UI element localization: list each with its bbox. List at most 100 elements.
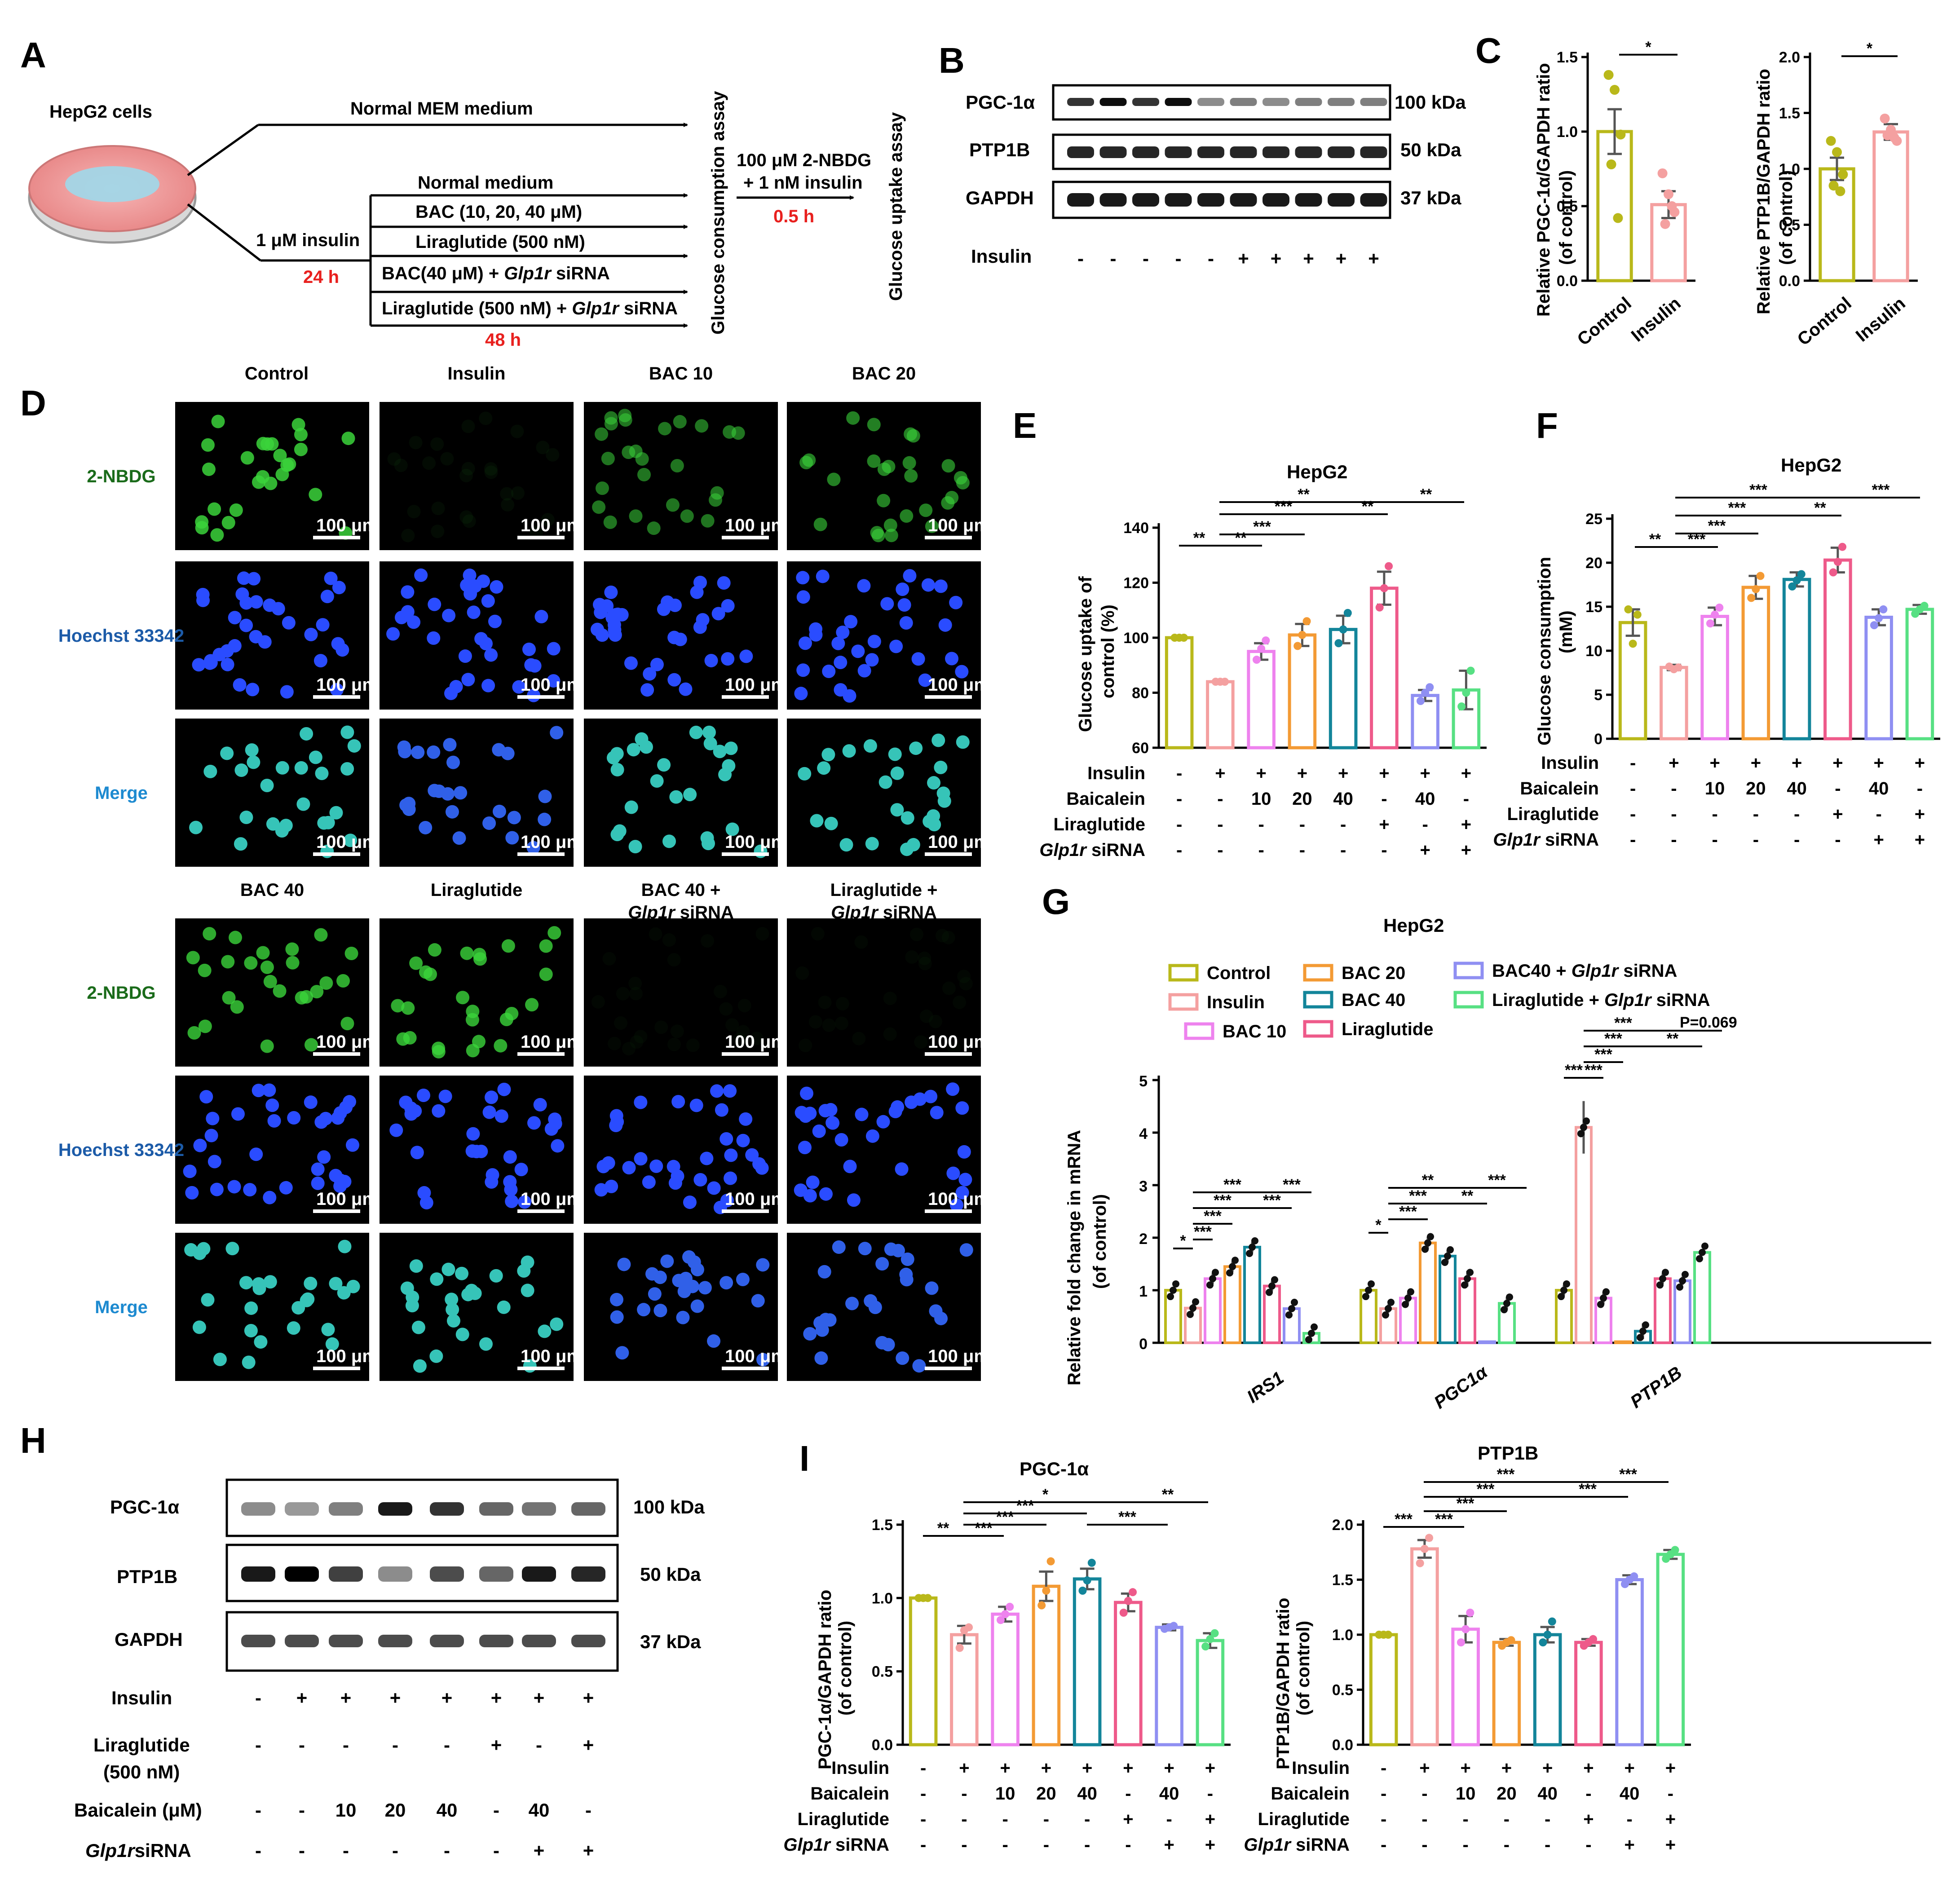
p-value-label: P=0.069 bbox=[1680, 1014, 1737, 1031]
cell bbox=[715, 1103, 728, 1117]
scale-label: 100 μm bbox=[316, 1032, 378, 1052]
data-point bbox=[1788, 582, 1797, 591]
treatment-label: Baicalein (μM) bbox=[74, 1800, 202, 1821]
treatment-sign: - bbox=[1753, 830, 1759, 850]
treatment-sign: - bbox=[343, 1734, 349, 1755]
cell bbox=[461, 673, 475, 687]
panel-label-h: H bbox=[20, 1420, 46, 1460]
cell bbox=[422, 456, 436, 470]
treatment-label: Liraglutide bbox=[1507, 804, 1599, 824]
cell bbox=[720, 1132, 733, 1146]
microscopy-image: 100 μm bbox=[175, 402, 378, 550]
y-axis-sub: (of control) bbox=[1776, 170, 1796, 265]
cell bbox=[195, 521, 209, 535]
treatment-sign: + bbox=[1915, 830, 1925, 850]
cell bbox=[906, 429, 920, 443]
cell bbox=[469, 1145, 483, 1159]
data-point bbox=[1362, 1293, 1369, 1301]
cell bbox=[454, 786, 468, 800]
cell bbox=[230, 1000, 244, 1014]
bar bbox=[1533, 1633, 1562, 1747]
blot-band bbox=[378, 1502, 412, 1516]
significance-label: ** bbox=[1649, 531, 1661, 548]
blot-bands bbox=[241, 1502, 605, 1647]
cell bbox=[202, 462, 216, 476]
cell bbox=[812, 1124, 826, 1138]
y-tick-label: 0.5 bbox=[872, 1663, 893, 1681]
cell bbox=[897, 598, 911, 612]
cell bbox=[855, 935, 868, 949]
cell bbox=[822, 664, 836, 678]
insulin-sign: + bbox=[1271, 248, 1282, 269]
cell bbox=[482, 1105, 496, 1119]
cell bbox=[601, 452, 615, 466]
treatment-sign: - bbox=[1381, 1835, 1386, 1855]
cell bbox=[867, 418, 881, 432]
cell bbox=[452, 831, 466, 845]
cell bbox=[610, 763, 624, 776]
data-point bbox=[1548, 1617, 1556, 1626]
cell bbox=[714, 985, 727, 998]
cell bbox=[419, 1196, 433, 1210]
blot-band bbox=[479, 1502, 513, 1516]
cell bbox=[240, 451, 254, 465]
cell bbox=[867, 454, 881, 468]
insulin-sign: + bbox=[1336, 248, 1347, 269]
cell bbox=[690, 1263, 704, 1277]
data-point bbox=[1291, 1298, 1298, 1306]
data-point bbox=[1674, 663, 1683, 672]
cell bbox=[635, 452, 649, 466]
kda-label: 50 kDa bbox=[1400, 139, 1461, 160]
bar bbox=[1329, 628, 1358, 750]
cell bbox=[394, 459, 408, 472]
cell bbox=[344, 834, 358, 847]
cell bbox=[446, 755, 460, 769]
data-point bbox=[1288, 1305, 1295, 1312]
treatment-sign: + bbox=[1379, 763, 1389, 783]
data-point bbox=[1249, 1244, 1256, 1251]
data-point bbox=[1416, 697, 1425, 705]
treatment-sign: - bbox=[392, 1840, 398, 1861]
treatment-label: (500 nM) bbox=[103, 1761, 180, 1782]
cell bbox=[824, 816, 838, 830]
cell bbox=[262, 1083, 276, 1097]
cell bbox=[260, 437, 274, 451]
cell bbox=[857, 664, 871, 678]
cell bbox=[858, 1242, 872, 1256]
data-point bbox=[1660, 219, 1670, 229]
cell bbox=[521, 1284, 534, 1297]
data-point bbox=[1187, 1310, 1194, 1318]
y-tick-label: 1.0 bbox=[1557, 124, 1578, 141]
chart-i1: 0.00.51.01.5Insulin-+++++++Baicalein--10… bbox=[783, 1486, 1231, 1855]
cell bbox=[304, 627, 318, 641]
cell bbox=[538, 1324, 552, 1338]
significance-label: *** bbox=[1619, 1466, 1637, 1483]
cell bbox=[484, 648, 498, 662]
cell bbox=[401, 605, 415, 619]
cell bbox=[254, 1335, 268, 1349]
time-05h-label: 0.5 h bbox=[773, 207, 814, 226]
cell bbox=[309, 488, 322, 502]
data-point bbox=[1206, 1635, 1214, 1643]
cell bbox=[756, 1258, 770, 1272]
chart-title: HepG2 bbox=[1383, 915, 1444, 936]
data-point bbox=[1311, 1323, 1318, 1331]
treatment-sign: 40 bbox=[1159, 1784, 1179, 1804]
legend-label: BAC 10 bbox=[1223, 1022, 1286, 1041]
data-point bbox=[1457, 1638, 1465, 1647]
cell bbox=[497, 1082, 511, 1096]
liraglutide-label: Liraglutide (500 nM) bbox=[415, 232, 585, 252]
cell bbox=[484, 462, 498, 476]
cell bbox=[287, 1321, 300, 1335]
data-point bbox=[1501, 1306, 1508, 1314]
scale-label: 100 μm bbox=[316, 675, 378, 695]
cell bbox=[389, 1123, 403, 1137]
cell bbox=[481, 594, 495, 608]
cell bbox=[827, 472, 841, 486]
scale-label: 100 μm bbox=[725, 1189, 787, 1209]
data-point bbox=[1829, 568, 1837, 577]
treatment-sign: - bbox=[1835, 779, 1841, 798]
microscopy-image: 100 μm bbox=[787, 1076, 990, 1224]
cell bbox=[211, 415, 225, 428]
legend-swatch bbox=[1303, 1020, 1333, 1038]
